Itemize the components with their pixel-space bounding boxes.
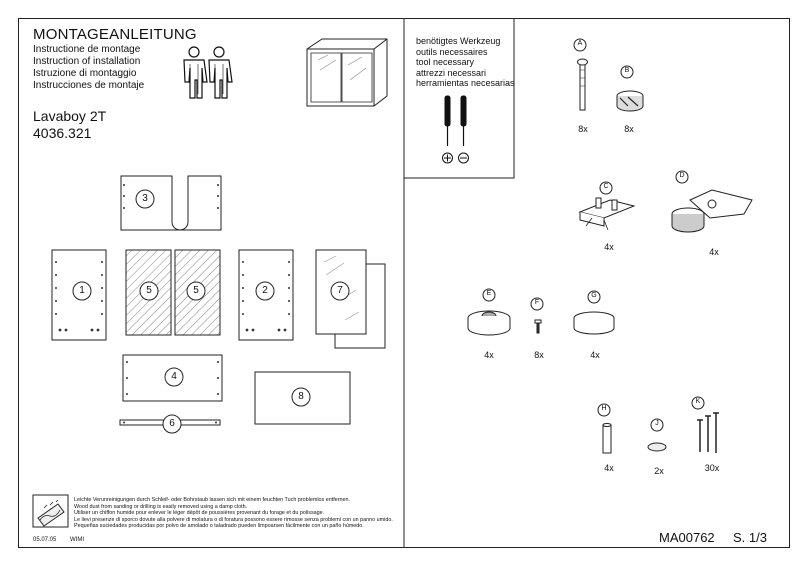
product-name: Lavaboy 2T <box>33 108 107 124</box>
panel-7-number: 7 <box>337 285 343 296</box>
tools-box <box>403 19 515 179</box>
screwdriver-minus-icon <box>458 95 469 164</box>
page-number: S. 1/3 <box>733 530 767 545</box>
two-person-icon <box>183 46 233 99</box>
label-circle-k <box>691 396 705 410</box>
panel-6-number: 6 <box>169 418 175 429</box>
hardware-qty-h: 4x <box>604 463 614 473</box>
tools-line-fr: outils necessaires <box>416 46 488 57</box>
subtitle-es: Instrucciones de montaje <box>33 80 145 91</box>
hardware-qty-e: 4x <box>484 350 494 360</box>
hardware-letter-d: D <box>679 172 685 179</box>
cleaning-cloth-icon <box>32 494 69 528</box>
label-circle-f <box>530 297 544 311</box>
nails-part-k <box>697 412 719 453</box>
label-circle-e <box>482 288 496 302</box>
dowel-part-h <box>602 423 612 454</box>
hardware-qty-k: 30x <box>704 463 720 473</box>
shelf-ring-part-e <box>467 310 511 336</box>
label-circle-j <box>650 418 664 432</box>
hardware-letter-h: H <box>601 405 607 412</box>
panel-5-left <box>125 249 172 336</box>
hardware-qty-a: 8x <box>578 124 588 134</box>
panel-1 <box>51 249 107 341</box>
document-date: 05.07.05 <box>33 537 57 543</box>
panel-2 <box>238 249 294 341</box>
tools-line-es: herramientas necesarias <box>416 78 515 89</box>
disclaimer-de: Leichte Verunreinigungen durch Schleif- … <box>74 497 350 503</box>
label-circle-d <box>675 170 689 184</box>
label-circle-g <box>587 290 601 304</box>
assembled-cabinet-illustration <box>306 38 388 107</box>
panel-6 <box>119 414 221 434</box>
document-author: WIMI <box>70 537 84 543</box>
screw-part-f <box>534 319 542 334</box>
subtitle-fr: Instructione de montage <box>33 44 141 55</box>
subtitle-en: Instruction of installation <box>33 56 141 67</box>
panel-5-right <box>174 249 221 336</box>
cam-bolt-part-a <box>577 58 588 111</box>
subtitle-list: Instructione de montage Instruction of i… <box>33 44 144 92</box>
hardware-qty-b: 8x <box>624 124 634 134</box>
tools-line-it: attrezzi necessari <box>416 67 487 78</box>
bumper-part-j <box>647 442 667 452</box>
label-circle-h <box>597 403 611 417</box>
panel-5a-number: 5 <box>146 285 152 296</box>
tools-line-en: tool necessary <box>416 57 475 68</box>
disclaimer-it: Le lievi presenze di sporco dovute alla … <box>74 516 393 523</box>
disclaimer-es: Pequeñas suciedades producidas por polvo… <box>74 523 364 530</box>
hardware-letter-e: E <box>486 290 492 297</box>
cleaning-disclaimer: Leichte Verunreinigungen durch Schleif- … <box>74 497 393 530</box>
subtitle-it: Istruzione di montaggio <box>33 68 137 79</box>
cam-lock-part-b <box>616 90 644 112</box>
document-code: MA00762 <box>659 530 715 545</box>
hardware-letter-k: K <box>695 398 701 405</box>
hardware-letter-b: B <box>624 67 630 74</box>
hardware-qty-j: 2x <box>654 466 664 476</box>
panel-8 <box>254 371 351 425</box>
panel-3-number: 3 <box>142 193 148 204</box>
hardware-qty-g: 4x <box>590 350 600 360</box>
label-circle-c <box>599 181 613 195</box>
hardware-qty-c: 4x <box>604 242 614 252</box>
panel-1-number: 1 <box>79 285 85 296</box>
panel-4-number: 4 <box>171 371 177 382</box>
screwdriver-plus-icon <box>442 95 453 164</box>
panel-4 <box>122 354 223 402</box>
panel-2-number: 2 <box>262 285 268 296</box>
hardware-letter-j: J <box>655 420 659 427</box>
disclaimer-en: Wood dust from sanding or drilling is ea… <box>74 503 248 510</box>
product-number: 4036.321 <box>33 125 92 141</box>
panel-3 <box>120 175 222 231</box>
document-title: MONTAGEANLEITUNG <box>33 26 197 43</box>
label-circle-a <box>573 38 587 52</box>
hardware-letter-a: A <box>577 40 583 47</box>
panel-5b-number: 5 <box>193 285 199 296</box>
hardware-letter-g: G <box>591 292 597 299</box>
disclaimer-fr: Utiliser un chiffon humide pour enlever … <box>74 510 325 517</box>
hinge-mount-part-c <box>578 197 636 231</box>
tools-list: benötigtes Werkzeug outils necessaires t… <box>416 36 515 89</box>
hardware-qty-d: 4x <box>709 247 719 257</box>
label-circle-b <box>620 65 634 79</box>
concealed-hinge-part-d <box>671 189 753 233</box>
ring-part-g <box>573 311 615 335</box>
hardware-letter-c: C <box>603 183 609 190</box>
panel-7 <box>315 249 386 349</box>
hardware-qty-f: 8x <box>534 350 544 360</box>
hardware-letter-f: F <box>534 299 540 306</box>
product-block: Lavaboy 2T 4036.321 <box>33 108 106 142</box>
panel-8-number: 8 <box>298 391 304 402</box>
tools-line-de: benötigtes Werkzeug <box>416 36 501 46</box>
